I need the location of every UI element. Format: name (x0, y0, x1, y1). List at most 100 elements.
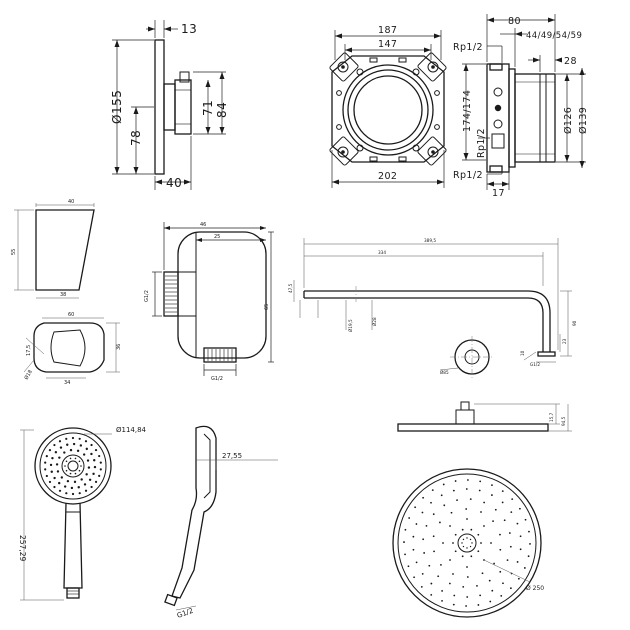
nozzle-dot (422, 538, 425, 541)
cartridge-body (163, 83, 176, 131)
nozzle-dot (503, 519, 506, 522)
nozzle-dot (415, 523, 418, 525)
nozzle-dot (420, 585, 423, 588)
nozzle-dot (77, 486, 80, 489)
nozzle-dot (502, 582, 504, 585)
hand-shower-handle (63, 502, 83, 589)
nozzle-dot (499, 533, 501, 536)
nozzle-dot (517, 577, 520, 580)
nozzle-dot (491, 484, 493, 487)
nozzle-dot (492, 520, 494, 523)
nozzle-dot (476, 584, 478, 587)
nozzle-dot (448, 582, 451, 585)
nozzle-dot (466, 576, 469, 578)
nozzle-dot (59, 446, 63, 449)
nozzle-dot (461, 528, 464, 531)
nozzle-dot (413, 576, 416, 579)
nozzle-dot (45, 454, 48, 458)
nozzle-dot (499, 570, 502, 573)
nozzle-dot (510, 511, 513, 514)
nozzle-dot (508, 532, 511, 534)
dim-hand-depth: 27,55 (222, 452, 242, 460)
nozzle-dot (422, 496, 425, 499)
nozzle-dot (65, 492, 68, 495)
nozzle-dot (98, 474, 101, 478)
nozzle-dot (516, 522, 519, 525)
nozzle-dot (461, 555, 464, 558)
nozzle-dot (85, 447, 89, 451)
nozzle-dot (479, 480, 482, 483)
nozzle-dot (69, 448, 73, 452)
holder-front-outline (33, 322, 105, 373)
plate-outline (331, 55, 445, 163)
nozzle-dot (423, 552, 426, 554)
nozzle-dot (456, 499, 458, 502)
dim-outlet-height: 65 (264, 304, 270, 310)
arm-bottom-edge (304, 297, 544, 352)
nozzle-dot (491, 494, 493, 496)
nozzle-dot (55, 463, 59, 466)
dim-84: 84 (215, 102, 229, 118)
concealed-body-side-view: 80 44/49/54/59 28 Rp1/2 Rp1/2 Rp1/2 174/… (453, 14, 589, 199)
nozzle-dot (453, 594, 456, 597)
nozzle-dot (53, 485, 56, 489)
nozzle-dot (439, 521, 441, 524)
nozzle-dot (462, 545, 465, 548)
overhead-shower-front-view: Ø 250 (392, 468, 544, 618)
plate-bore (353, 75, 423, 145)
nozzle-dot (92, 472, 95, 476)
dim-40: 40 (166, 176, 182, 190)
hand-shower-front-view: Ø114,84 257,29 (18, 426, 147, 601)
nozzle-dot (430, 593, 433, 596)
nozzle-dot (477, 604, 480, 606)
nozzle-dot (51, 456, 54, 460)
nozzle-dot (48, 480, 52, 484)
nozzle-dot (412, 548, 415, 551)
nozzle-dot (449, 559, 451, 561)
nozzle-dot (88, 478, 92, 481)
nozzle-dot (78, 469, 81, 472)
nozzle-dot (470, 555, 473, 558)
nozzle-dot (454, 550, 457, 553)
dim-174: 174/174 (462, 90, 473, 132)
dim-arm-thread: G1/2 (530, 362, 540, 367)
dim-outlet-inner: 25 (214, 234, 220, 240)
dim-80: 80 (508, 16, 521, 27)
nozzle-dot (90, 485, 93, 489)
nozzle-dot (452, 573, 454, 575)
nozzle-dot (466, 566, 468, 568)
nozzle-dot (78, 437, 81, 440)
nozzle-dot (441, 590, 443, 592)
holder-side-view: 40 55 38 (11, 199, 95, 299)
dim-arm-depth: 47,5 (288, 283, 293, 293)
hand-shower-head (34, 427, 112, 505)
handle-body (174, 79, 192, 135)
nozzle-dot (99, 461, 102, 464)
nozzle-dot (500, 594, 503, 597)
nozzle-dot (53, 443, 56, 447)
holder-front-view: 60 36 17,5 Ø18 34 (23, 312, 122, 386)
outlet-side-thread (163, 271, 179, 317)
nozzle-dot (84, 440, 88, 443)
nozzle-dot (469, 498, 472, 501)
nozzle-dot (408, 517, 411, 519)
nozzle-dot (501, 501, 504, 504)
nozzle-dot (58, 481, 61, 485)
nozzle-dot (72, 442, 76, 446)
nozzle-dot (425, 524, 428, 527)
nozzle-dot (82, 453, 86, 456)
arm-flange (537, 351, 556, 357)
dim-holder-top: 40 (68, 199, 74, 205)
nozzle-dot (44, 468, 47, 471)
nozzle-dot (483, 525, 485, 527)
nozzle-dot (466, 596, 469, 598)
dim-13: 13 (181, 22, 197, 36)
dim-arm-overall: 389,5 (424, 238, 436, 243)
body-sleeve (514, 73, 556, 163)
nozzle-dot (60, 476, 64, 479)
dim-diameter-126: Ø126 (563, 107, 574, 134)
nozzle-dot (430, 582, 433, 585)
dim-hand-length: 257,29 (18, 535, 27, 561)
wall-outlet-elbow: 46 25 G1/2 65 G1/2 (144, 222, 274, 382)
handle-cap (179, 71, 190, 83)
